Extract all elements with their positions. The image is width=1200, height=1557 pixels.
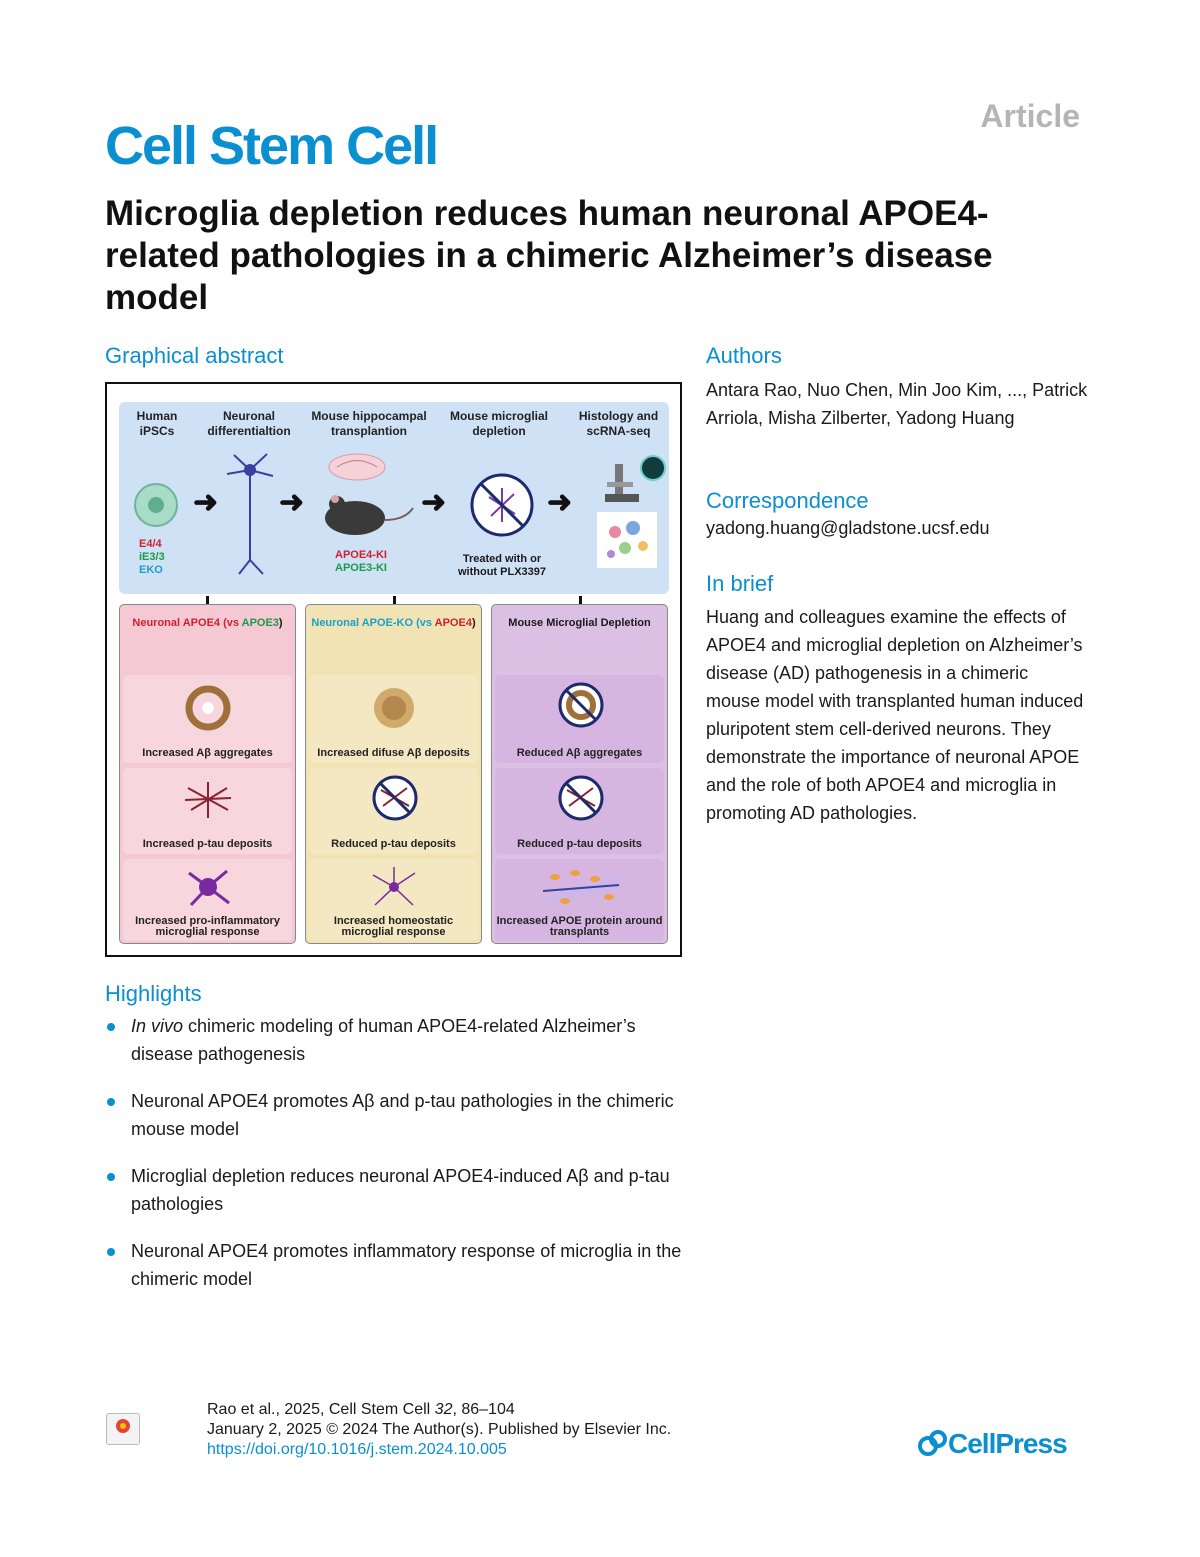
mouse-line-apoe3: APOE3-KI — [335, 562, 387, 574]
scrna-plot-icon — [597, 512, 657, 568]
copyright-line: January 2, 2025 © 2024 The Author(s). Pu… — [207, 1421, 672, 1438]
activated-microglia-icon — [188, 869, 230, 907]
graphical-abstract: Human iPSCs Neuronal differentialtion Mo… — [105, 382, 682, 957]
apoe-protein-icon — [542, 870, 623, 905]
article-title: Microglia depletion reduces human neuron… — [105, 194, 993, 317]
depleted-microglia-icon — [470, 473, 534, 537]
graphical-abstract-heading: Graphical abstract — [105, 343, 284, 368]
correspondence-email[interactable]: yadong.huang@gladstone.ucsf.edu — [706, 518, 990, 538]
result-cell: Increased difuse Aβ deposits — [309, 675, 478, 763]
highlight-item: Neuronal APOE4 promotes Aβ and p-tau pat… — [105, 1087, 695, 1143]
reduced-tau-icon — [372, 775, 418, 821]
reduced-plaque-icon — [558, 682, 604, 728]
workflow-panel: Human iPSCs Neuronal differentialtion Mo… — [119, 402, 669, 594]
ipsc-cell-icon — [134, 483, 178, 527]
result-cell: Reduced Aβ aggregates — [495, 675, 664, 763]
highlight-item: Neuronal APOE4 promotes inflammatory res… — [105, 1237, 695, 1293]
correspondence-heading: Correspondence — [706, 488, 869, 513]
microscope-icon — [605, 455, 666, 502]
result-column-depletion: Mouse Microglial Depletion Reduced Aβ ag… — [491, 604, 668, 944]
step-depletion: Mouse microglial depletion — [449, 409, 549, 438]
result-label: Increased pro-inflammatory microglial re… — [135, 915, 280, 938]
highlight-item: In vivo chimeric modeling of human APOE4… — [105, 1012, 695, 1068]
bullet-icon — [107, 1023, 115, 1031]
arrow-right-icon: ➜ — [193, 486, 219, 519]
result-label: Reduced p-tau deposits — [331, 838, 456, 850]
step-transplantation: Mouse hippocampal transplantion — [311, 409, 427, 438]
check-for-updates-icon[interactable] — [106, 1413, 140, 1445]
result-cell: Increased p-tau deposits — [123, 768, 292, 854]
tau-tangle-icon — [184, 782, 232, 818]
result-cell: Reduced p-tau deposits — [495, 768, 664, 854]
bullet-icon — [107, 1098, 115, 1106]
result-cell: Increased homeostatic microglial respons… — [309, 859, 478, 941]
genotype-eko: EKO — [139, 564, 163, 576]
in-brief-heading: In brief — [706, 571, 774, 596]
genotype-e44: E4/4 — [139, 538, 162, 550]
citation-footer: Rao et al., 2025, Cell Stem Cell 32, 86–… — [207, 1400, 671, 1460]
result-label: Increased homeostatic microglial respons… — [333, 915, 454, 938]
diffuse-deposit-icon — [374, 688, 414, 728]
result-cell: Increased pro-inflammatory microglial re… — [123, 859, 292, 941]
column-header: Neuronal APOE4 (vs APOE3) — [132, 617, 283, 629]
result-label: Increased p-tau deposits — [142, 838, 273, 850]
step-differentiation: Neuronal differentialtion — [207, 409, 291, 438]
result-cell: Increased APOE protein around transplant… — [495, 859, 664, 941]
arrow-right-icon: ➜ — [279, 486, 305, 519]
citation-line: Rao et al., 2025, Cell Stem Cell 32, 86–… — [207, 1401, 515, 1418]
journal-name: Cell Stem Cell — [105, 116, 439, 176]
mouse-line-apoe4: APOE4-KI — [335, 549, 387, 561]
in-brief-text: Huang and colleagues examine the effects… — [706, 607, 1084, 823]
neuron-icon — [226, 453, 274, 575]
arrow-right-icon: ➜ — [547, 486, 573, 519]
result-column-apoe-ko: Neuronal APOE-KO (vs APOE4) Increased di… — [305, 604, 482, 944]
homeostatic-microglia-icon — [372, 867, 416, 906]
result-label: Reduced p-tau deposits — [517, 838, 642, 850]
result-label: Increased difuse Aβ deposits — [317, 747, 470, 759]
reduced-tau-icon — [558, 775, 604, 821]
amyloid-plaque-icon — [185, 685, 231, 731]
highlights-heading: Highlights — [105, 981, 202, 1006]
cellpress-logo: CellPress — [918, 1428, 1068, 1460]
arrow-right-icon: ➜ — [421, 486, 447, 519]
result-column-apoe4: Neuronal APOE4 (vs APOE3) Increased Aβ a… — [119, 604, 296, 944]
result-cell: Reduced p-tau deposits — [309, 768, 478, 854]
result-cell: Increased Aβ aggregates — [123, 675, 292, 763]
highlights-list: In vivo chimeric modeling of human APOE4… — [105, 1012, 695, 1312]
doi-link[interactable]: https://doi.org/10.1016/j.stem.2024.10.0… — [207, 1441, 507, 1458]
cellpress-logo-icon — [918, 1430, 947, 1456]
highlight-item: Microglial depletion reduces neuronal AP… — [105, 1162, 695, 1218]
authors-heading: Authors — [706, 343, 782, 368]
step-ipscs: Human iPSCs — [136, 409, 178, 438]
bullet-icon — [107, 1248, 115, 1256]
mouse-icon — [325, 495, 414, 535]
authors-list: Antara Rao, Nuo Chen, Min Joo Kim, ..., … — [706, 380, 1088, 428]
treatment-note: Treated with or without PLX3397 — [457, 553, 547, 578]
bullet-icon — [107, 1173, 115, 1181]
step-histology: Histology and scRNA-seq — [578, 409, 659, 438]
column-header: Mouse Microglial Depletion — [508, 617, 651, 629]
article-type-label: Article — [980, 98, 1080, 134]
result-label: Increased APOE protein around transplant… — [496, 915, 663, 938]
column-header: Neuronal APOE-KO (vs APOE4) — [311, 617, 476, 629]
brain-slice-icon — [328, 453, 386, 481]
result-label: Reduced Aβ aggregates — [516, 747, 643, 759]
genotype-ie33: iE3/3 — [139, 551, 165, 563]
result-label: Increased Aβ aggregates — [142, 747, 273, 759]
